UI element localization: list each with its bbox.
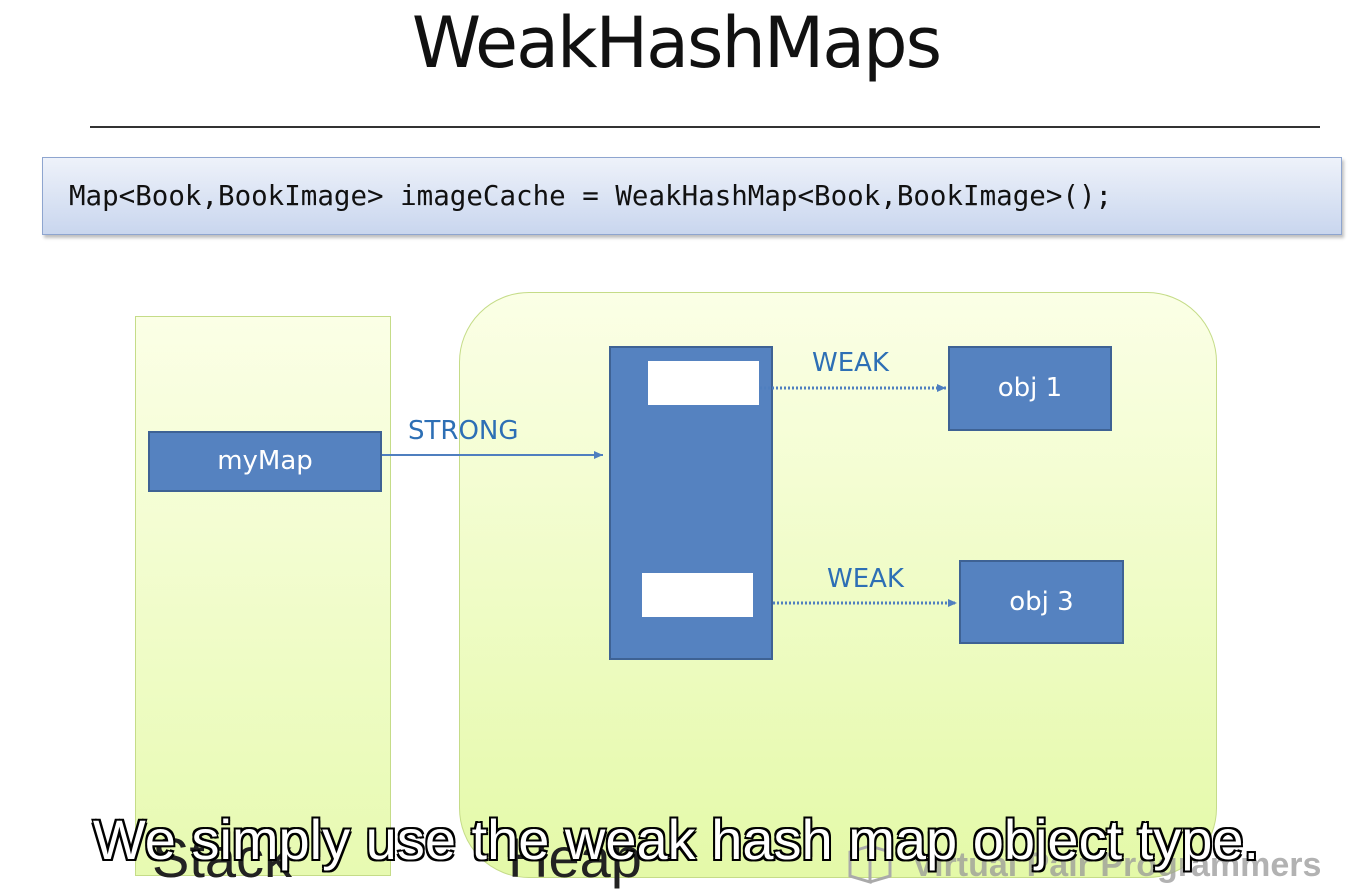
map-entry-slot-1 <box>648 361 759 405</box>
slide-title: WeakHashMaps <box>411 2 942 84</box>
weakhashmap-node <box>609 346 773 660</box>
heap-label: Heap <box>508 826 642 889</box>
watermark-logo-icon <box>848 843 892 885</box>
weak-edge-label-2: WEAK <box>827 564 904 594</box>
code-snippet: Map<Book,BookImage> imageCache = WeakHas… <box>42 157 1342 235</box>
video-subtitle: We simply use the weak hash map object t… <box>92 807 1260 872</box>
strong-edge-label: STRONG <box>408 416 519 446</box>
obj1-node: obj 1 <box>948 346 1112 431</box>
title-divider <box>90 126 1320 128</box>
watermark: Virtual Pair Programmers <box>912 846 1322 884</box>
stack-label: Stack <box>152 826 293 889</box>
map-entry-slot-2 <box>642 573 753 617</box>
stack-region <box>135 316 391 876</box>
obj3-node: obj 3 <box>959 560 1124 644</box>
mymap-node: myMap <box>148 431 382 492</box>
weak-edge-label-1: WEAK <box>812 348 889 378</box>
